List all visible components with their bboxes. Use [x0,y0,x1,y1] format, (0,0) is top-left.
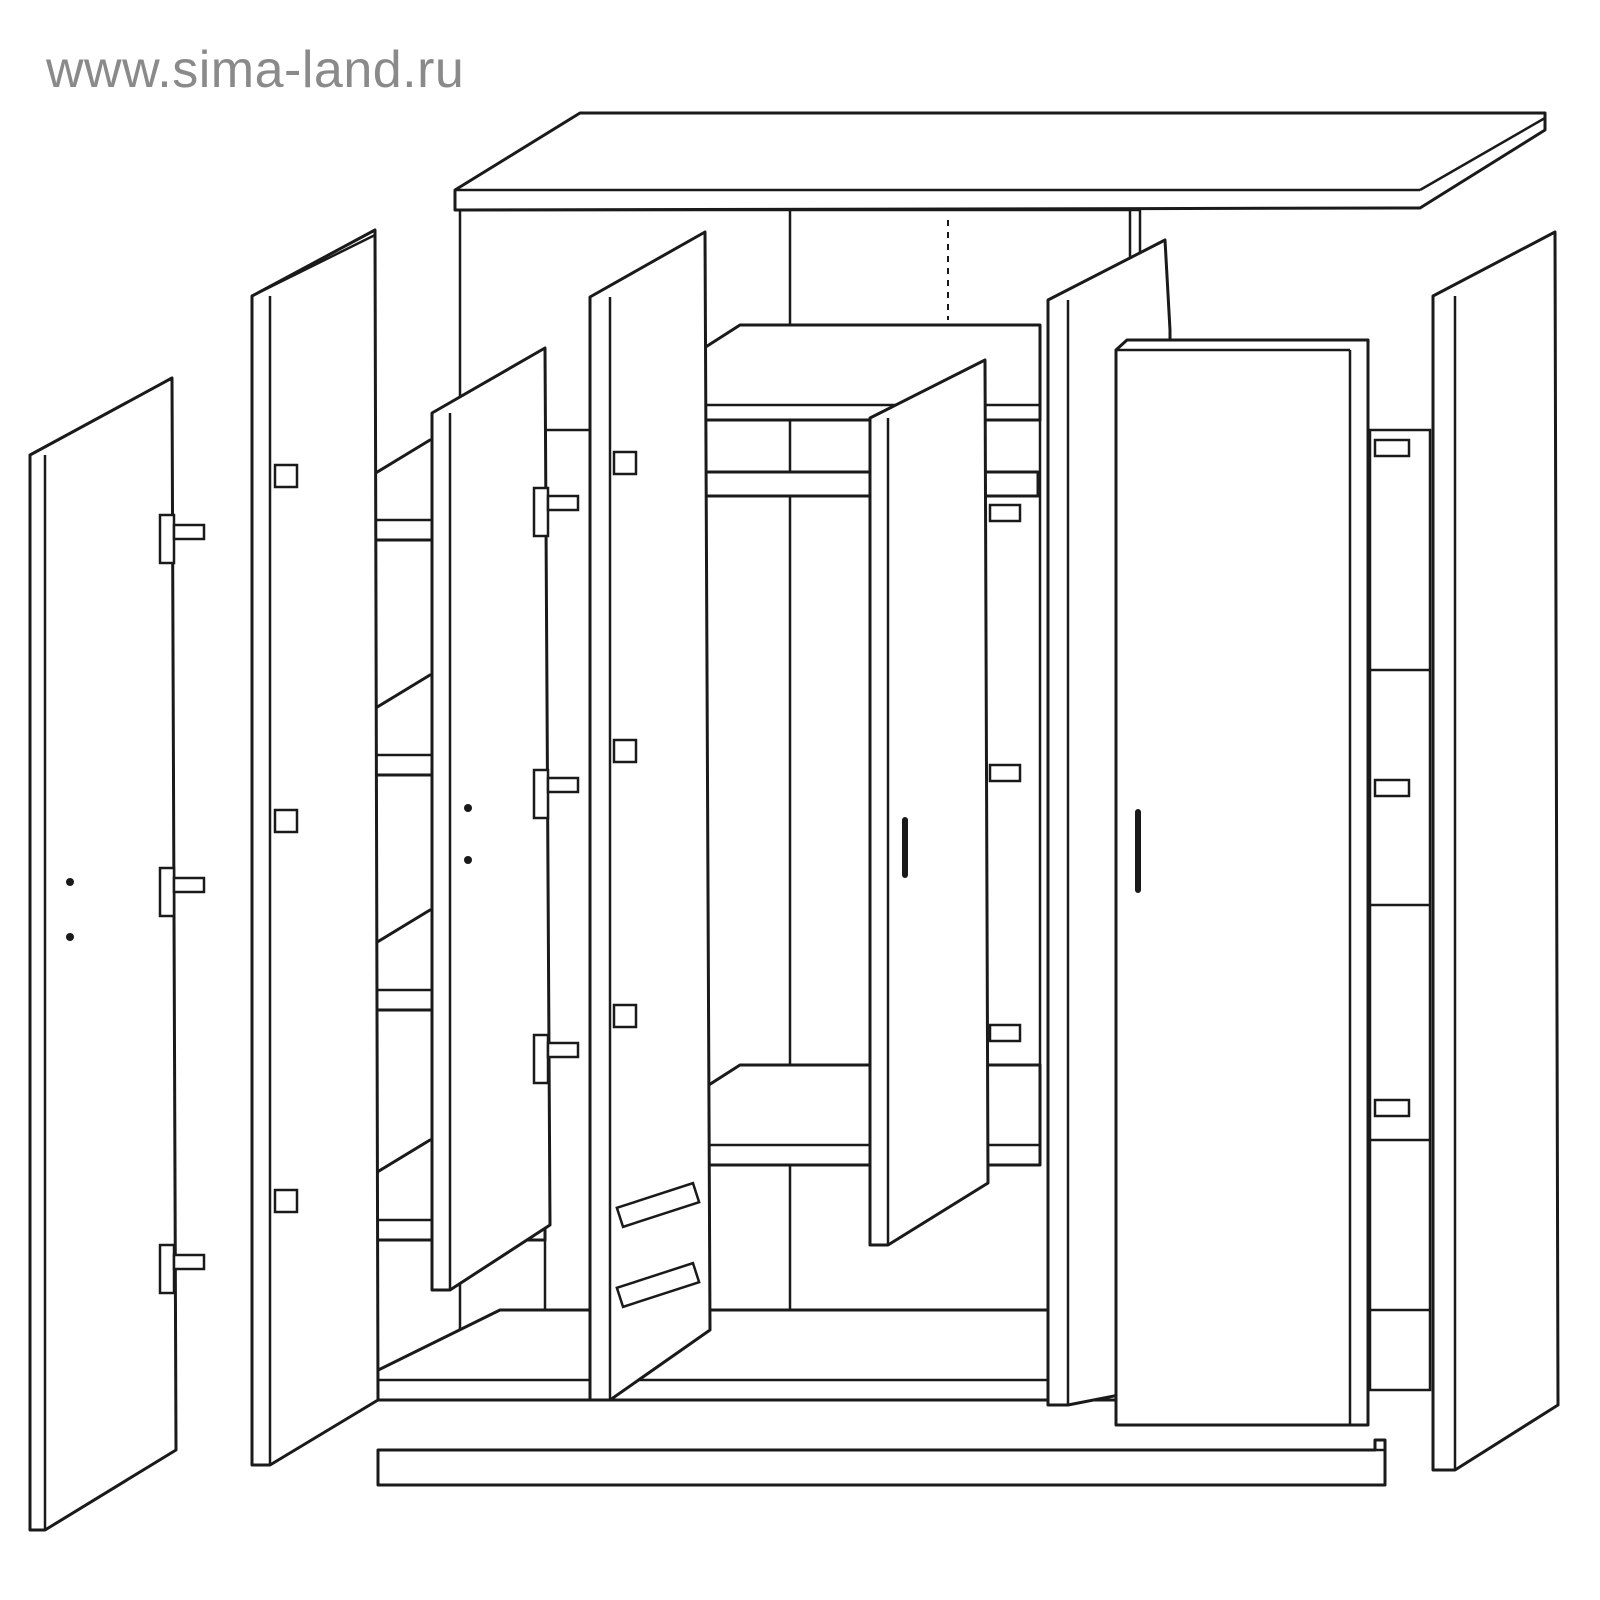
left-side-panel [250,228,380,1467]
hinge-icon [612,450,638,476]
hinges [158,438,1411,1295]
hinge-icon [612,1003,638,1029]
hinge-icon [532,1033,580,1085]
hinge-icon [532,486,580,538]
hinge-icon [1373,1098,1411,1118]
top-panel [453,111,1547,212]
right-side-panel [1431,230,1560,1472]
door-center [868,358,990,1247]
hinge-icon [988,763,1022,783]
hinge-icon [988,1023,1022,1043]
right-shelves [1370,668,1430,1312]
plinth [376,1438,1387,1487]
hinge-icon [1373,778,1411,798]
hinge-icon [273,808,299,834]
center-left-partition [588,230,712,1402]
bottom-panel [356,1308,1132,1402]
hinge-icon [273,463,299,489]
door-left-outer [28,376,178,1532]
hinge-icon [158,513,206,565]
hinge-icon [1373,438,1411,458]
door-right-front [1114,338,1370,1427]
door-left-inner [430,346,552,1292]
hinge-icon [532,768,580,820]
watermark-text: www.sima-land.ru [46,41,465,99]
rod-brackets [615,1181,701,1309]
hinge-icon [273,1188,299,1214]
hinge-icon [988,503,1022,523]
hinge-icon [158,866,206,918]
hinge-icon [612,738,638,764]
hinge-icon [158,1243,206,1295]
